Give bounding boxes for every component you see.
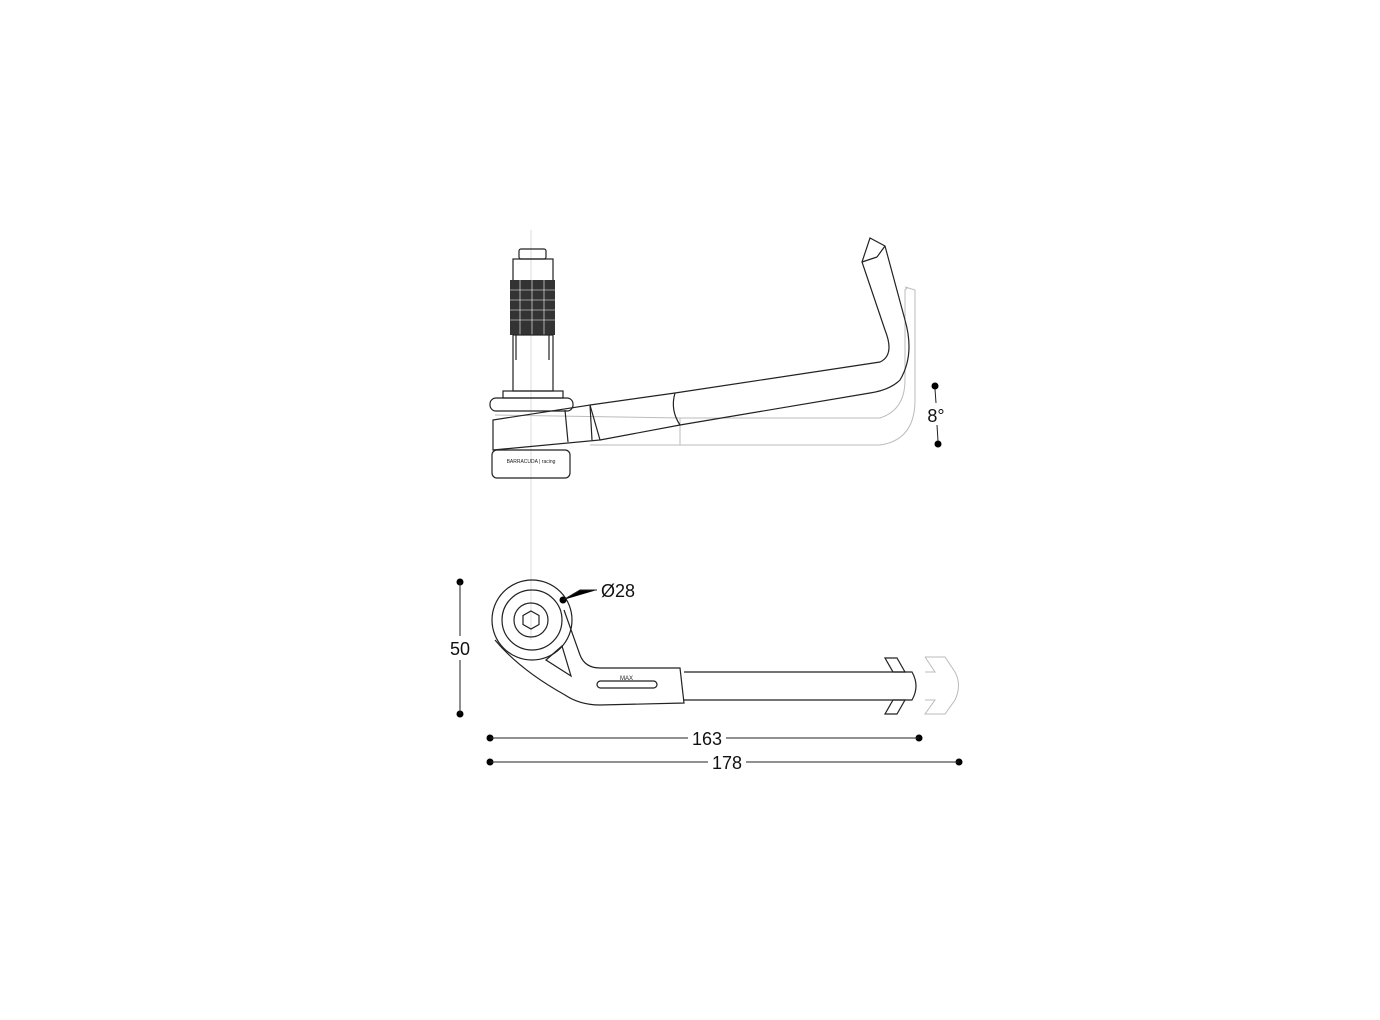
pivot-disc <box>491 579 573 661</box>
ghost-outline <box>590 286 916 446</box>
bar-end-cap <box>518 248 547 260</box>
guard-tube <box>589 237 910 441</box>
guard-rod <box>684 671 917 701</box>
arrow-tip <box>883 657 907 715</box>
hex-bolt-icon <box>522 610 540 630</box>
knurled-grip <box>510 280 555 335</box>
diameter-dimension: Ø28 <box>601 581 635 601</box>
end-cap <box>491 449 571 479</box>
side-view: MAX Ø28 50 163 178 <box>450 578 963 773</box>
angle-dimension: 8° <box>927 406 944 426</box>
max-mark: MAX <box>620 676 633 682</box>
flange <box>489 397 574 412</box>
length-178-dimension: 178 <box>712 753 742 773</box>
top-view: BARRACUDA | racing 8° <box>489 237 945 479</box>
adjust-slot <box>596 680 658 689</box>
ghost-arrow-tip <box>924 656 959 715</box>
brand-logo: BARRACUDA | racing <box>507 459 556 465</box>
lever-arm <box>494 609 685 706</box>
clamp-body <box>492 404 601 451</box>
height-dimension: 50 <box>450 639 470 659</box>
length-163-dimension: 163 <box>692 729 722 749</box>
